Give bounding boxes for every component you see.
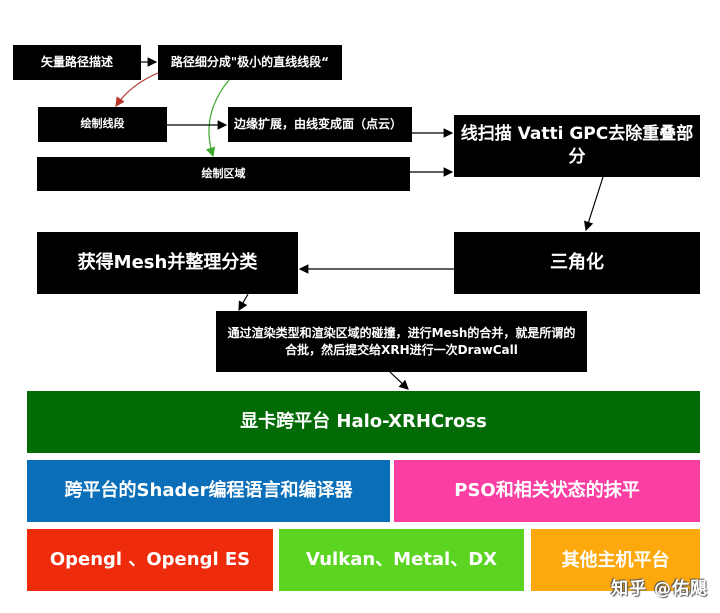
arrow-get-mesh-to-merge — [238, 293, 249, 312]
edge-expand-box: 边缘扩展，由线变成面（点云） — [228, 107, 412, 142]
other-console-layer: 其他主机平台 — [531, 529, 700, 591]
arrow-scanline-to-triangulate — [583, 176, 604, 232]
draw-region-box: 绘制区域 — [37, 157, 410, 191]
vulkan-metal-dx-layer: Vulkan、Metal、DX — [279, 529, 524, 591]
draw-lines-box: 绘制线段 — [38, 107, 167, 142]
merge-drawcall-box: 通过渲染类型和渲染区域的碰撞，进行Mesh的合并，就是所谓的合批，然后提交给XR… — [216, 311, 587, 372]
opengl-layer: Opengl 、Opengl ES — [27, 529, 273, 591]
vector-path-box: 矢量路径描述 — [13, 45, 141, 80]
get-mesh-box: 获得Mesh并整理分类 — [37, 232, 298, 294]
scanline-box: 线扫描 Vatti GPC去除重叠部分 — [454, 115, 700, 177]
pso-layer: PSO和相关状态的抹平 — [394, 460, 700, 522]
cross-platform-layer: 显卡跨平台 Halo-XRHCross — [27, 391, 700, 453]
arrow-merge-to-cross-platform — [389, 371, 409, 390]
triangulate-box: 三角化 — [454, 232, 700, 294]
arrow-subdivide-to-draw-region — [205, 79, 230, 158]
watermark: 知乎 @佑飓 — [611, 579, 708, 599]
shader-layer: 跨平台的Shader编程语言和编译器 — [27, 460, 390, 522]
subdivide-box: 路径细分成"极小的直线线段“ — [158, 45, 342, 80]
